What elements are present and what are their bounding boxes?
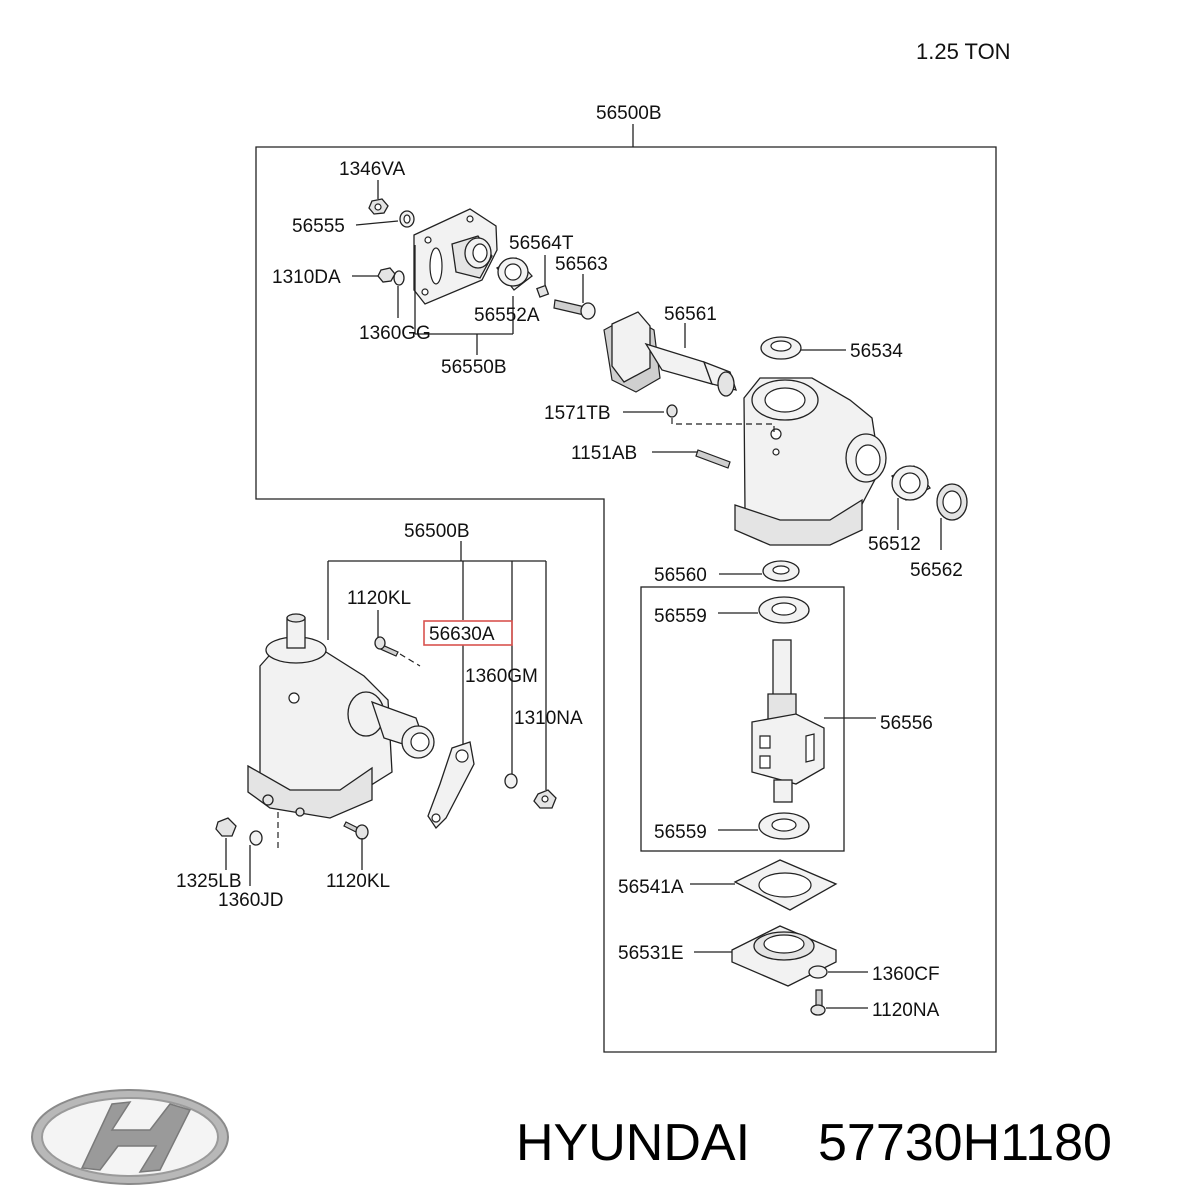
label-1360GM: 1360GM: [465, 666, 538, 687]
sector-shaft-subframe: [640, 586, 845, 852]
assembly-top-label: 56500B: [596, 103, 662, 124]
end-cover-group: [690, 859, 868, 1016]
inner-assembly-label: 56500B: [404, 521, 470, 542]
label-56630A[interactable]: 56630A: [429, 624, 495, 645]
label-1120NA: 1120NA: [872, 1000, 940, 1021]
side-cover-group: [352, 180, 596, 355]
label-1120KL-bottom: 1120KL: [326, 871, 390, 892]
label-1571TB: 1571TB: [544, 403, 611, 424]
label-56555: 56555: [292, 216, 345, 237]
worm-shaft-ball-nut: [751, 639, 876, 803]
label-56563: 56563: [555, 254, 608, 275]
label-56559-top: 56559: [654, 606, 707, 627]
assembly-frame: [255, 124, 997, 1053]
oil-seal-56534: [760, 336, 846, 360]
label-56560: 56560: [654, 565, 707, 586]
label-56562: 56562: [910, 560, 963, 581]
label-56559-bottom: 56559: [654, 822, 707, 843]
bushing-and-seal: [891, 465, 968, 550]
label-56564T: 56564T: [509, 233, 574, 254]
label-56552A: 56552A: [474, 305, 540, 326]
footer-part-number: 57730H1180: [818, 1114, 1112, 1172]
capacity-label: 1.25 TON: [916, 39, 1011, 64]
plug-1571TB: [623, 404, 775, 432]
label-1151AB: 1151AB: [571, 443, 637, 464]
label-56531E: 56531E: [618, 943, 684, 964]
gear-housing: [734, 377, 887, 546]
label-1325LB: 1325LB: [176, 871, 242, 892]
sector-shaft: [603, 311, 737, 397]
label-56541A: 56541A: [618, 877, 684, 898]
label-56550B: 56550B: [441, 357, 507, 378]
highlight-box: [423, 620, 513, 646]
hyundai-logo-icon: [31, 1089, 229, 1185]
label-56561: 56561: [664, 304, 717, 325]
label-56512: 56512: [868, 534, 921, 555]
bearings: [718, 560, 810, 840]
footer-brand: HYUNDAI: [516, 1114, 750, 1172]
lower-left-assembly: [215, 541, 557, 886]
label-1310DA: 1310DA: [272, 267, 341, 288]
label-1120KL-top: 1120KL: [347, 588, 411, 609]
label-1310NA: 1310NA: [514, 708, 583, 729]
label-1360CF: 1360CF: [872, 964, 940, 985]
stud-1151AB: [652, 449, 731, 469]
label-1360JD: 1360JD: [218, 890, 284, 911]
label-1360GG: 1360GG: [359, 323, 431, 344]
label-1346VA: 1346VA: [339, 159, 406, 180]
label-56534: 56534: [850, 341, 903, 362]
label-56556: 56556: [880, 713, 933, 734]
